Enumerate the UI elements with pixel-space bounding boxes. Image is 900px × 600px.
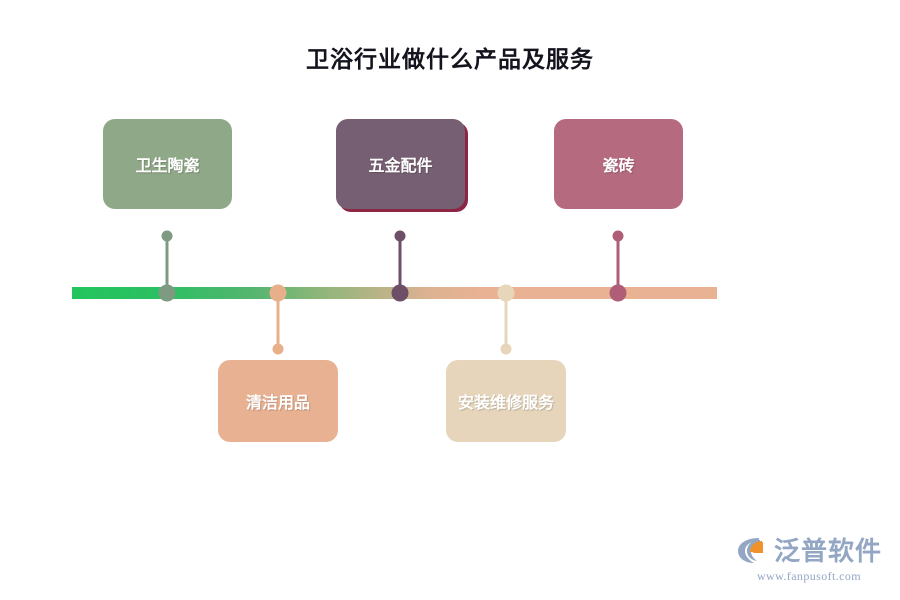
timeline-card-label: 瓷砖 <box>602 158 635 175</box>
timeline-node-dot[interactable] <box>269 284 287 302</box>
logo-text: 泛普软件 <box>773 536 882 566</box>
logo-row: 泛普软件 <box>736 531 882 568</box>
timeline-connector-stem <box>276 297 280 349</box>
timeline-card-label: 清洁用品 <box>245 395 310 412</box>
timeline-connector-stem <box>616 238 620 290</box>
timeline-card-5[interactable]: 瓷砖 <box>554 119 683 209</box>
timeline-card-label: 五金配件 <box>368 158 433 175</box>
timeline-card-label: 安装维修服务 <box>457 395 554 412</box>
timeline-connector-tip-dot <box>500 343 512 355</box>
timeline-connector-stem <box>398 238 402 290</box>
fanpu-logo-icon <box>737 537 763 563</box>
timeline-node-dot[interactable] <box>497 284 515 302</box>
timeline-connector-tip-dot <box>161 230 173 242</box>
timeline-card-label: 卫生陶瓷 <box>135 158 200 175</box>
timeline-connector-stem <box>504 297 508 349</box>
timeline-card-2[interactable]: 清洁用品 <box>218 360 338 442</box>
timeline-card-1[interactable]: 卫生陶瓷 <box>103 119 232 209</box>
timeline-node-dot[interactable] <box>158 284 176 302</box>
timeline-card-3[interactable]: 五金配件 <box>336 119 465 209</box>
timeline-connector-stem <box>165 238 169 290</box>
timeline-connector-tip-dot <box>272 343 284 355</box>
timeline-node-dot[interactable] <box>391 284 409 302</box>
timeline-connector-tip-dot <box>394 230 406 242</box>
timeline-node-dot[interactable] <box>609 284 627 302</box>
page-title: 卫浴行业做什么产品及服务 <box>306 46 594 72</box>
timeline-connector-tip-dot <box>612 230 624 242</box>
timeline-card-4[interactable]: 安装维修服务 <box>446 360 566 442</box>
brand-logo: 泛普软件 www.fanpusoft.com <box>736 531 882 584</box>
logo-url: www.fanpusoft.com <box>756 569 861 583</box>
